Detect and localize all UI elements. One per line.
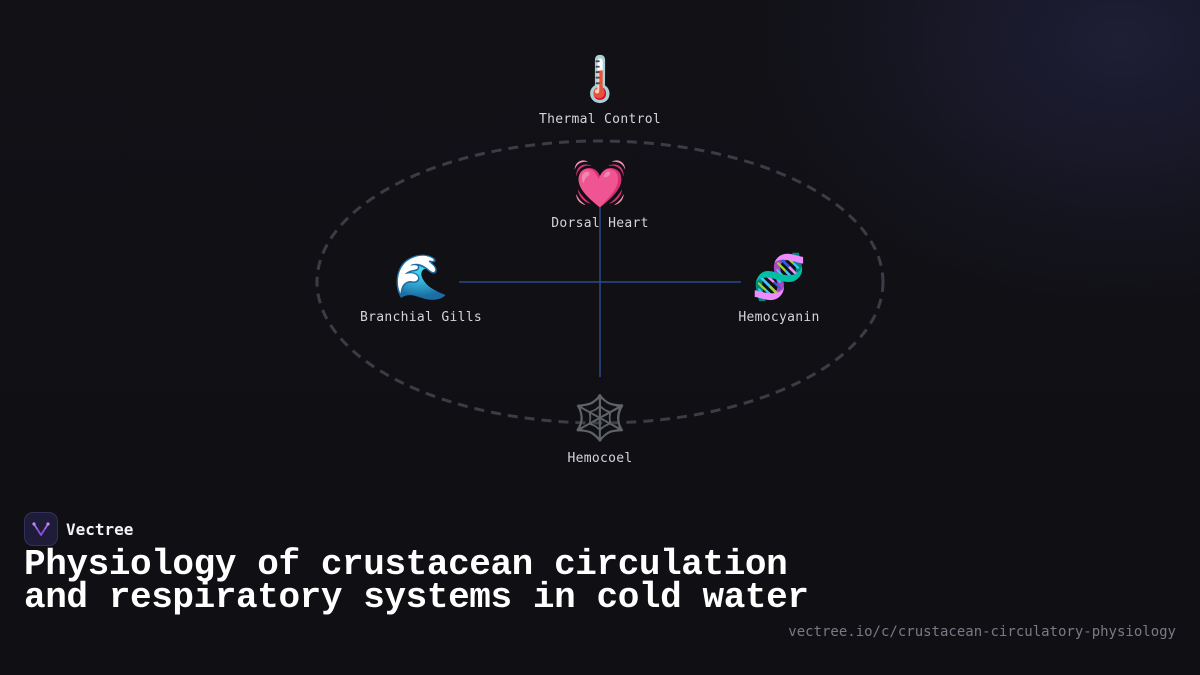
- node-label: Thermal Control: [539, 112, 661, 127]
- page-title: Physiology of crustacean circulation and…: [24, 544, 809, 618]
- wave-icon: 🌊: [393, 252, 449, 303]
- thermometer-icon: 🌡️: [572, 54, 628, 105]
- node-thermal-control: 🌡️ Thermal Control: [500, 54, 700, 127]
- vectree-logo-icon: [24, 512, 58, 546]
- diagram-lines: [315, 139, 885, 425]
- brand[interactable]: Vectree: [24, 512, 133, 546]
- spider-web-icon: 🕸️: [572, 393, 628, 444]
- node-branchial-gills: 🌊 Branchial Gills: [321, 252, 521, 325]
- node-label: Hemocyanin: [738, 310, 820, 325]
- node-hemocoel: 🕸️ Hemocoel: [500, 393, 700, 466]
- node-label: Hemocoel: [567, 451, 633, 466]
- node-dorsal-heart: 💓 Dorsal Heart: [500, 158, 700, 231]
- orbit-ellipse: [315, 139, 885, 425]
- node-label: Dorsal Heart: [551, 216, 649, 231]
- dna-icon: 🧬: [751, 252, 807, 303]
- heart-icon: 💓: [572, 158, 628, 209]
- node-hemocyanin: 🧬 Hemocyanin: [679, 252, 879, 325]
- brand-name: Vectree: [66, 519, 134, 539]
- page-url[interactable]: vectree.io/c/crustacean-circulatory-phys…: [788, 624, 1176, 640]
- node-label: Branchial Gills: [360, 310, 482, 325]
- system-diagram: 🌡️ Thermal Control 💓 Dorsal Heart 🌊 Bran…: [315, 54, 885, 466]
